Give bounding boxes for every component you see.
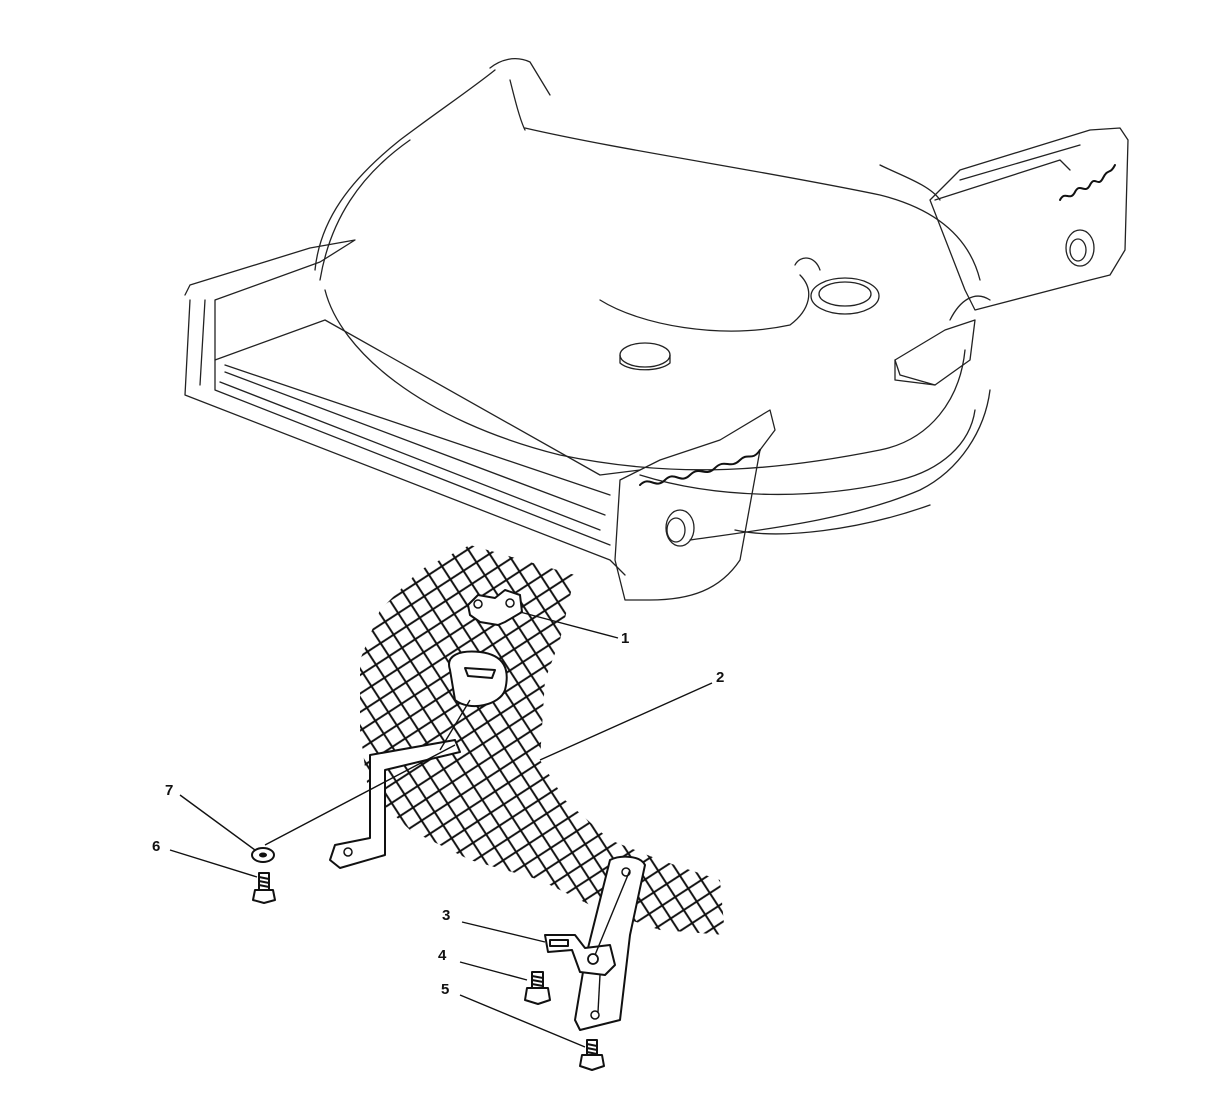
callout-1: 1 bbox=[621, 630, 629, 647]
screw-5-icon bbox=[579, 1039, 605, 1071]
leader-lines bbox=[169, 611, 713, 1048]
callout-5: 5 bbox=[441, 981, 449, 998]
mower-deck-housing-icon bbox=[184, 58, 1129, 601]
assembly-lines bbox=[264, 699, 631, 1013]
callout-7: 7 bbox=[165, 782, 173, 799]
callout-4: 4 bbox=[438, 947, 447, 964]
leaf-shield-mesh-icon bbox=[329, 545, 725, 1031]
callout-6: 6 bbox=[152, 838, 160, 855]
callout-labels: 1 2 3 4 5 6 7 bbox=[152, 630, 724, 998]
bracket-3-icon bbox=[544, 934, 616, 976]
callout-3: 3 bbox=[442, 907, 450, 924]
washer-icon bbox=[251, 847, 275, 863]
callout-2: 2 bbox=[716, 669, 724, 686]
screw-6-icon bbox=[252, 872, 276, 904]
bracket-1-icon bbox=[467, 589, 523, 626]
bolt-4-icon bbox=[524, 971, 551, 1005]
